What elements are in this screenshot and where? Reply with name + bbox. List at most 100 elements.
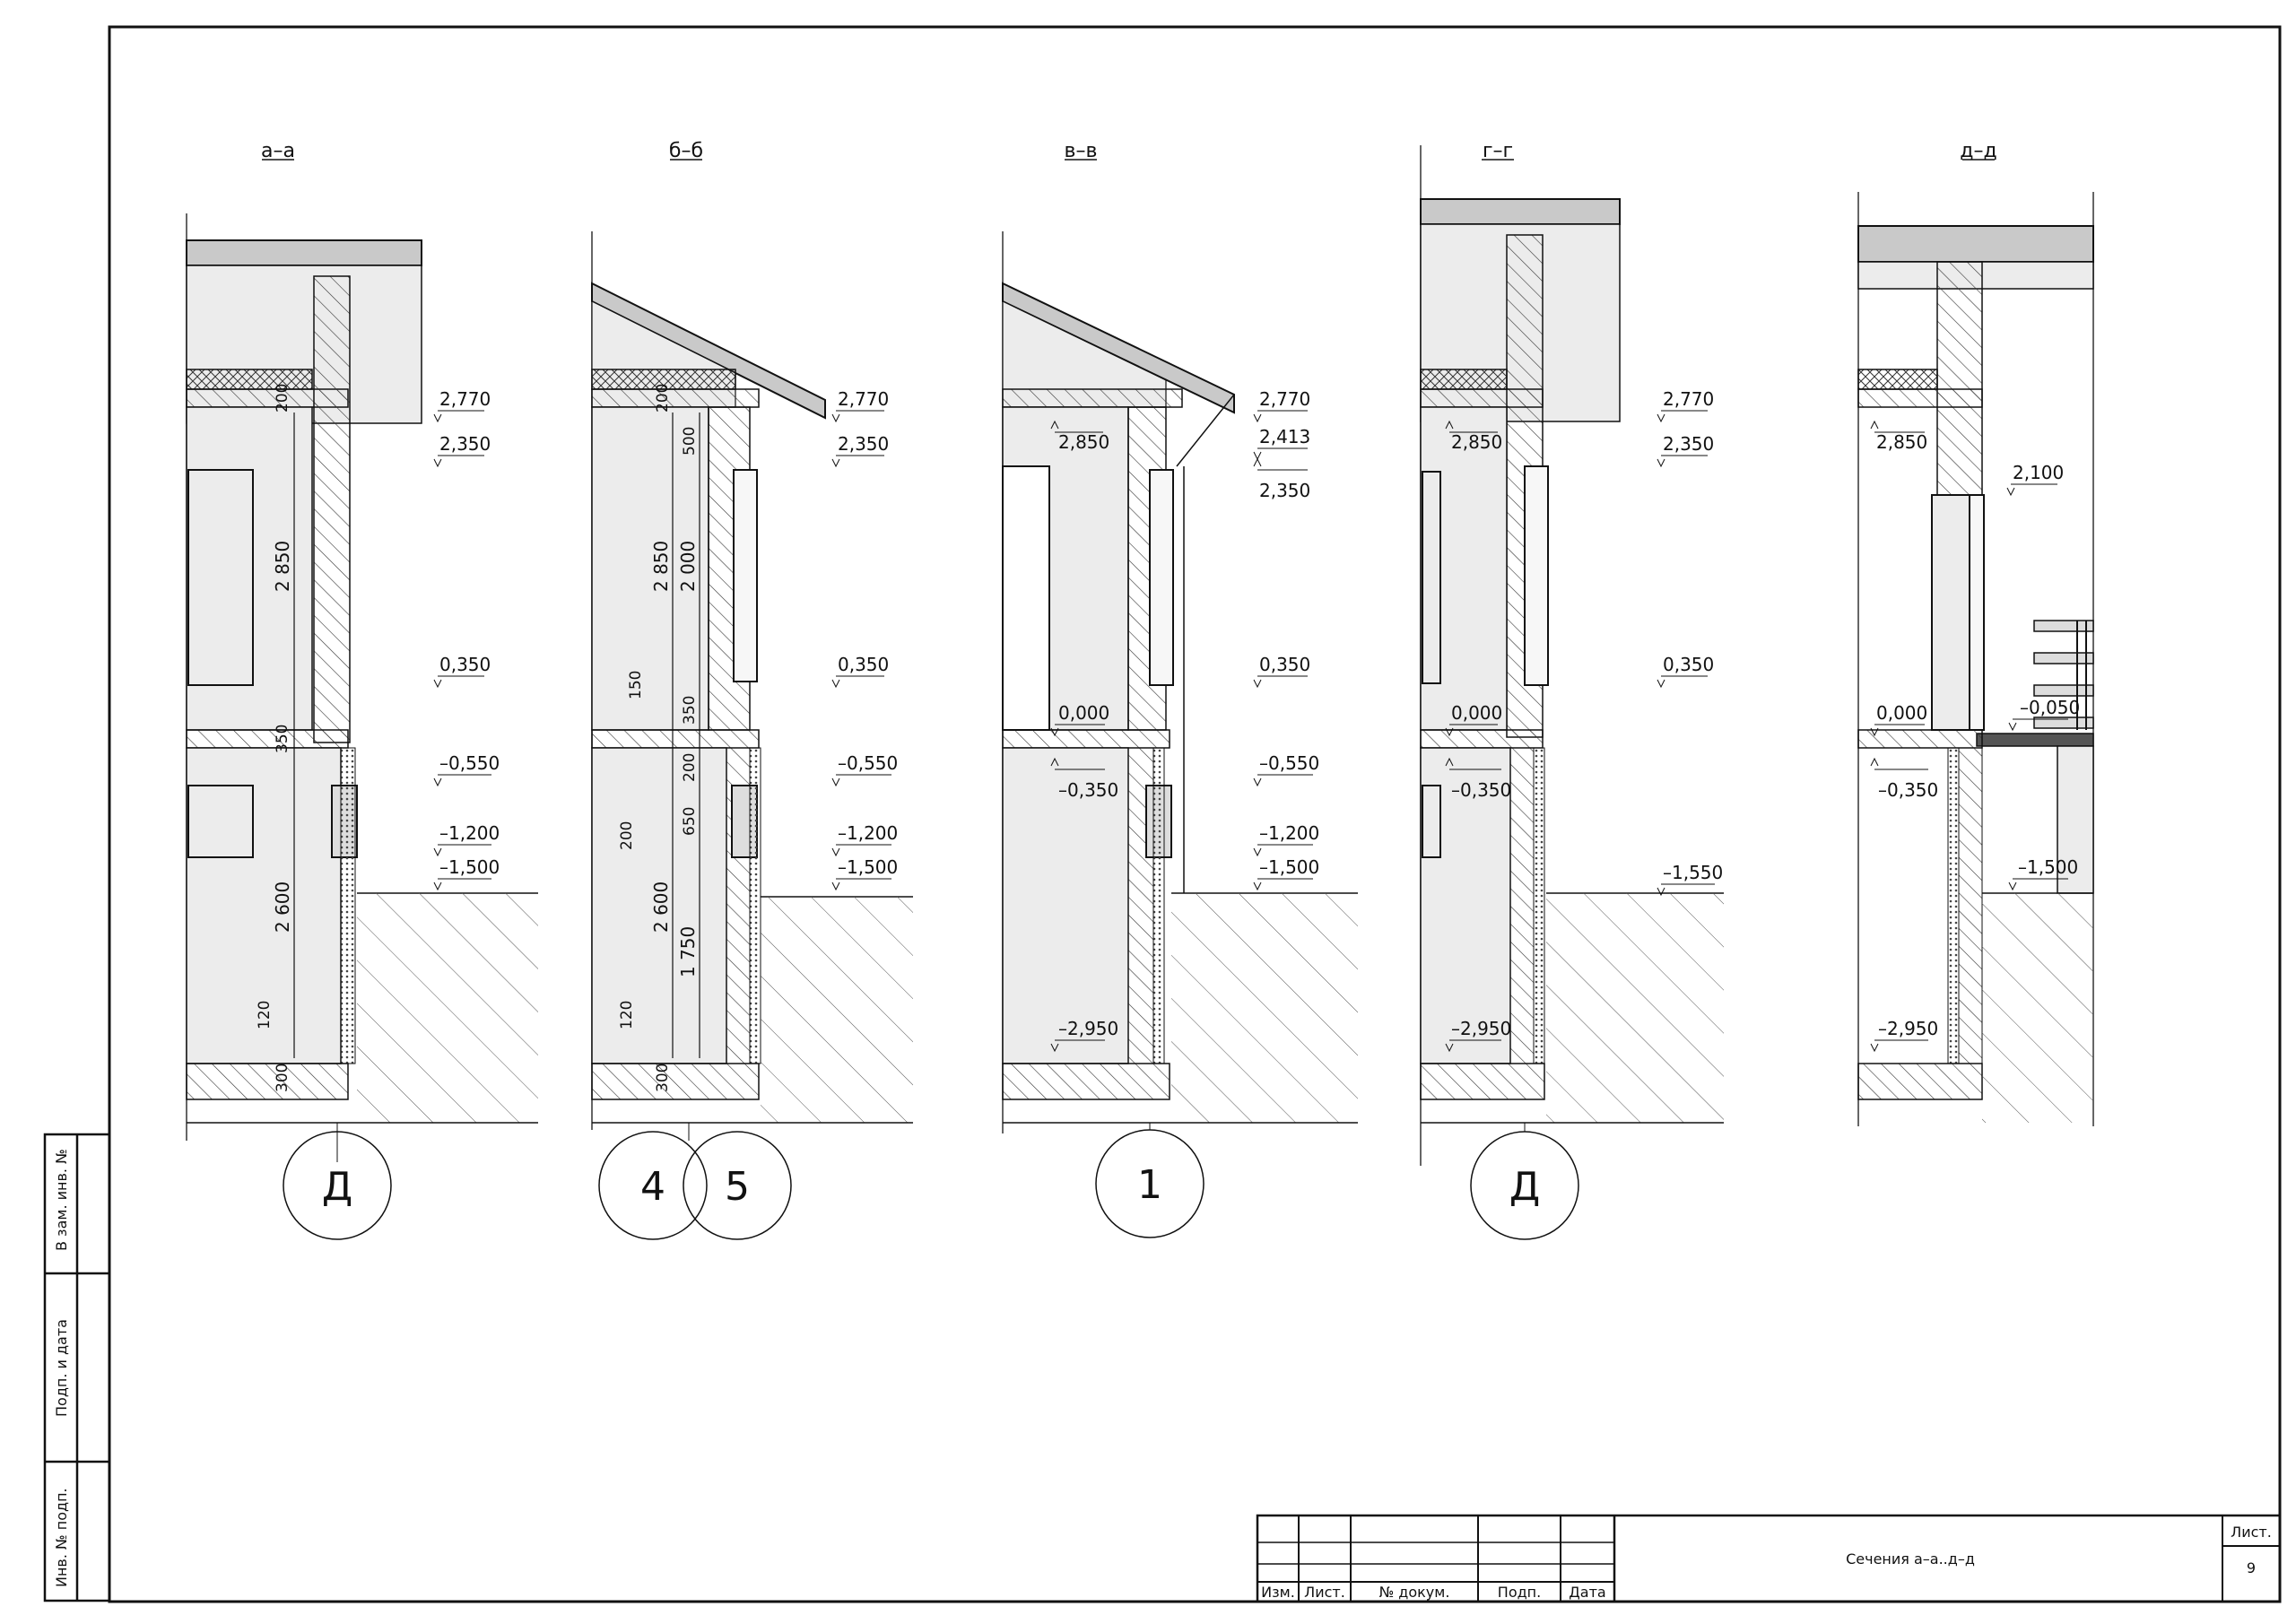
dim-a-350: 350 xyxy=(274,725,291,753)
stamp-field-2: Подп. и дата xyxy=(53,1319,70,1417)
sheet-frame xyxy=(108,25,2282,1603)
level-marks-b: 2,770 2,350 0,350 –0,550 –1,200 –1,500 xyxy=(831,388,898,891)
dim-b-2600: 2 600 xyxy=(650,881,672,933)
section-d: д–д 2,100 –0,050 xyxy=(1857,140,2094,1126)
level-b-5: –1,200 xyxy=(838,822,898,844)
level-g-4: –1,550 xyxy=(1663,862,1723,883)
level-a-1: 2,770 xyxy=(439,388,491,410)
level-a-3: 0,350 xyxy=(439,654,491,675)
railing xyxy=(2033,620,2094,730)
section-a-title: а–а xyxy=(261,140,295,162)
inner-levels-v: 2,850 0,000 –0,350 –2,950 xyxy=(1050,420,1118,1053)
dim-b-350: 350 xyxy=(681,696,699,725)
tb-sheet-title: Сечения а–а..д–д xyxy=(1846,1550,1975,1568)
level-a-2: 2,350 xyxy=(439,433,491,455)
axis-label-g: Д xyxy=(1509,1164,1540,1210)
inner-level-g-2: 0,000 xyxy=(1451,702,1502,724)
stamp-field-3: Инв. № подп. xyxy=(53,1488,70,1587)
inner-level-g-3: –0,350 xyxy=(1451,779,1511,801)
side-stamp: В зам. инв. № Подп. и дата Инв. № подп. xyxy=(43,1133,111,1602)
inner-level-d-2: 0,000 xyxy=(1876,702,1927,724)
section-v-title: в–в xyxy=(1065,140,1098,162)
tb-col-list: Лист. xyxy=(1304,1584,1345,1601)
stamp-field-1: В зам. инв. № xyxy=(53,1149,70,1251)
axis-bubble-a xyxy=(283,1131,392,1240)
tb-col-doc: № докум. xyxy=(1379,1584,1450,1601)
level-g-3: 0,350 xyxy=(1663,654,1714,675)
level-d-1: 2,100 xyxy=(2013,462,2064,483)
dim-a-200: 200 xyxy=(274,384,291,413)
dim-a-120: 120 xyxy=(256,1001,274,1029)
level-g-1: 2,770 xyxy=(1663,388,1714,410)
section-b-title: б–б xyxy=(669,140,703,162)
level-v-4: 0,350 xyxy=(1259,654,1310,675)
section-d-title: д–д xyxy=(1960,140,1996,162)
axis-label-b-1: 4 xyxy=(640,1164,665,1210)
inner-level-d-4: –2,950 xyxy=(1878,1018,1938,1039)
dim-b-120: 120 xyxy=(618,1001,636,1029)
inner-level-d-3: –0,350 xyxy=(1878,779,1938,801)
level-a-4: –0,550 xyxy=(439,752,500,774)
dim-b-500: 500 xyxy=(681,427,699,456)
level-marks-v: 2,770 2,413 2,350 0,350 –0,550 –1,200 –1… xyxy=(1253,388,1319,891)
axis-bubble-v xyxy=(1095,1129,1205,1238)
level-b-4: –0,550 xyxy=(838,752,898,774)
level-g-2: 2,350 xyxy=(1663,433,1714,455)
level-a-6: –1,500 xyxy=(439,856,500,878)
level-d-2: –0,050 xyxy=(2020,697,2080,718)
section-b: б–б 200 500 2 850 2 000 150 350 200 200 … xyxy=(591,140,913,1240)
dim-a-2850: 2 850 xyxy=(272,541,293,592)
axis-bubble-g xyxy=(1470,1131,1579,1240)
dim-b-200a: 200 xyxy=(654,384,672,413)
title-block: Изм. Лист. № докум. Подп. Дата Сечения а… xyxy=(1256,1514,2282,1603)
dim-b-650: 650 xyxy=(681,807,699,836)
level-b-1: 2,770 xyxy=(838,388,889,410)
dim-b-2850: 2 850 xyxy=(650,541,672,592)
axis-label-a: Д xyxy=(322,1164,352,1210)
section-g-title: г–г xyxy=(1483,140,1513,162)
inner-level-g-4: –2,950 xyxy=(1451,1018,1511,1039)
level-marks-g: 2,770 2,350 0,350 –1,550 xyxy=(1657,388,1723,897)
level-b-2: 2,350 xyxy=(838,433,889,455)
level-marks-d: 2,100 –0,050 –1,500 xyxy=(2006,462,2080,891)
level-v-6: –1,200 xyxy=(1259,822,1319,844)
tb-sheet-number: 9 xyxy=(2247,1559,2256,1576)
dim-b-300: 300 xyxy=(654,1064,672,1092)
level-v-2: 2,413 xyxy=(1259,426,1310,447)
inner-level-d-1: 2,850 xyxy=(1876,431,1927,453)
inner-level-v-2: 0,000 xyxy=(1058,702,1109,724)
tb-col-izm: Изм. xyxy=(1261,1584,1295,1601)
tb-col-sign: Подп. xyxy=(1498,1584,1541,1601)
level-v-5: –0,550 xyxy=(1259,752,1319,774)
axis-bubble-b-1 xyxy=(598,1131,708,1240)
dim-b-200c: 200 xyxy=(618,821,636,850)
dim-a-300: 300 xyxy=(274,1064,291,1092)
section-g: г–г 2,770 2,350 0,350 –1,550 xyxy=(1420,140,1724,1240)
tb-sheet-label: Лист. xyxy=(2231,1524,2272,1541)
axis-bubble-b-2 xyxy=(683,1131,792,1240)
dim-a-2600: 2 600 xyxy=(272,881,293,933)
inner-level-v-4: –2,950 xyxy=(1058,1018,1118,1039)
dim-b-200b: 200 xyxy=(681,753,699,782)
level-d-3: –1,500 xyxy=(2018,856,2078,878)
axis-label-v: 1 xyxy=(1137,1162,1162,1208)
level-v-1: 2,770 xyxy=(1259,388,1310,410)
level-b-3: 0,350 xyxy=(838,654,889,675)
level-v-3: 2,350 xyxy=(1259,480,1310,501)
inner-level-v-1: 2,850 xyxy=(1058,431,1109,453)
level-marks-a: 2,770 2,350 0,350 –0,550 –1,200 –1,500 xyxy=(433,388,500,891)
level-a-5: –1,200 xyxy=(439,822,500,844)
inner-levels-d: 2,850 0,000 –0,350 –2,950 xyxy=(1870,420,1938,1053)
dim-b-2000: 2 000 xyxy=(677,541,699,592)
axis-label-b-2: 5 xyxy=(725,1164,750,1210)
inner-level-g-1: 2,850 xyxy=(1451,431,1502,453)
inner-levels-g: 2,850 0,000 –0,350 –2,950 xyxy=(1445,420,1511,1053)
tb-col-date: Дата xyxy=(1569,1584,1605,1601)
dim-b-1750: 1 750 xyxy=(677,926,699,977)
inner-level-v-3: –0,350 xyxy=(1058,779,1118,801)
level-b-6: –1,500 xyxy=(838,856,898,878)
section-v: в–в 2,770 2,413 2,350 0,350 –0,550 xyxy=(1002,140,1358,1238)
section-a: а–а 200 2 850 350 2 600 120 300 2,770 2, xyxy=(186,140,538,1240)
dim-b-150: 150 xyxy=(627,671,645,699)
